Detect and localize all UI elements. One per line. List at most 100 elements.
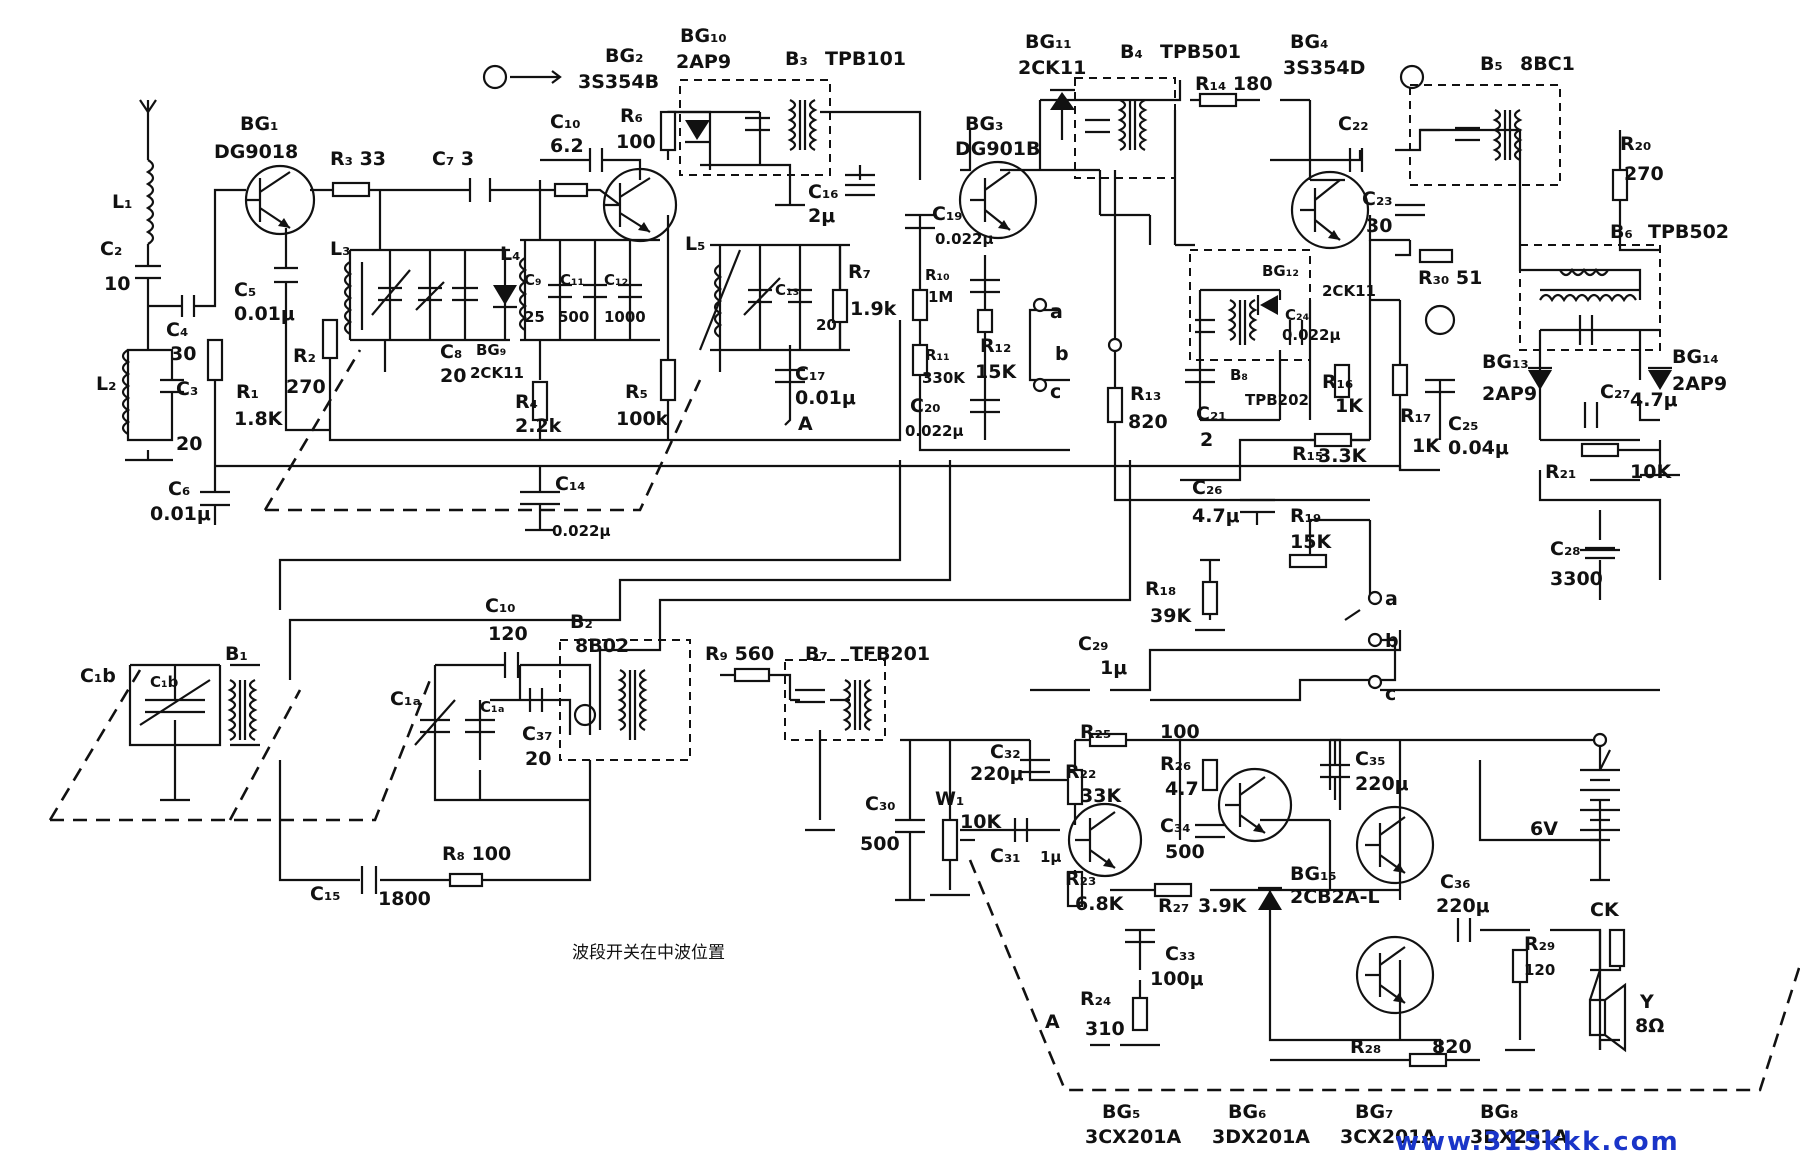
capacitor-c25 xyxy=(1425,378,1455,394)
label-switch-b-right: b xyxy=(1385,630,1399,652)
label-r5-value: 100k xyxy=(616,408,669,430)
label-r1-value: 1.8K xyxy=(234,408,284,430)
tuning-meter-icon xyxy=(1424,304,1456,336)
resistor-r22 xyxy=(1066,768,1084,806)
label-c4-value: 30 xyxy=(170,343,196,365)
label-bg14-part: 2AP9 xyxy=(1672,373,1727,395)
label-node-a-bottom: A xyxy=(1045,1011,1060,1033)
label-c25: C₂₅ xyxy=(1448,413,1479,435)
label-c17-value: 0.01μ xyxy=(795,387,856,409)
label-r16: R₁₆ xyxy=(1322,371,1353,393)
label-b8-part: TPB202 xyxy=(1245,391,1309,409)
resistor-r11 xyxy=(911,343,929,377)
switch-contact-c-mid xyxy=(1032,377,1048,393)
label-c22: C₂₂ xyxy=(1338,113,1369,135)
resistor-r20 xyxy=(1611,168,1629,202)
power-switch-contact xyxy=(1592,732,1608,748)
label-r13-value: 820 xyxy=(1128,411,1168,433)
resistor-r13 xyxy=(1106,386,1124,424)
label-c13: C₁₃ xyxy=(775,281,799,299)
label-r10-value: 1M xyxy=(928,288,953,306)
label-c19-value: 0.022μ xyxy=(935,230,993,248)
capacitor-b7 xyxy=(795,688,825,704)
label-c28: C₂₈ xyxy=(1550,538,1581,560)
label-c12-value: 1000 xyxy=(604,308,646,326)
label-r7-value: 1.9k xyxy=(850,298,897,320)
label-r7: R₇ xyxy=(848,261,871,283)
label-r23-value: 6.8K xyxy=(1075,893,1125,915)
label-l2: L₂ xyxy=(96,373,116,395)
capacitor-c11 xyxy=(583,283,607,299)
label-bg2: BG₂ xyxy=(605,45,643,67)
label-r13: R₁₃ xyxy=(1130,383,1161,405)
inductor-l1 xyxy=(145,159,155,245)
label-c20-value: 0.022μ xyxy=(905,422,963,440)
label-bg11-part: 2CK11 xyxy=(1018,57,1086,79)
label-b6: B₆ xyxy=(1610,221,1633,243)
label-r6-value: 100 xyxy=(616,131,656,153)
label-r19: R₁₉ xyxy=(1290,505,1321,527)
label-bg1: BG₁ xyxy=(240,113,278,135)
label-bg8: BG₈ xyxy=(1480,1101,1518,1123)
label-c27-value: 4.7μ xyxy=(1630,389,1678,411)
label-r15: R₁₅ xyxy=(1292,443,1323,465)
label-c34-value: 500 xyxy=(1165,841,1205,863)
label-c36: C₃₆ xyxy=(1440,871,1471,893)
label-r27: R₂₇ xyxy=(1158,895,1189,917)
label-bg9-part: 2CK11 xyxy=(470,364,524,382)
label-b4: B₄ xyxy=(1120,41,1143,63)
label-c3: C₃ xyxy=(176,378,198,400)
label-battery: 6V xyxy=(1530,818,1558,840)
label-bg3: BG₃ xyxy=(965,113,1003,135)
label-c8: C₈ xyxy=(440,341,462,363)
label-c1b-2: C₁b xyxy=(150,673,179,691)
label-r28-value: 820 xyxy=(1432,1036,1472,1058)
resistor-r8 xyxy=(448,872,484,888)
label-r28: R₂₈ xyxy=(1350,1036,1381,1058)
resistor-r10 xyxy=(911,288,929,322)
label-bg4: BG₄ xyxy=(1290,31,1328,53)
label-bg10: BG₁₀ xyxy=(680,25,727,47)
transformer-b8 xyxy=(1227,299,1258,345)
transistor-bg7 xyxy=(1355,805,1435,885)
label-bg1-part: DG9018 xyxy=(214,141,298,163)
label-bg3-part: DG901B xyxy=(955,138,1041,160)
label-r10: R₁₀ xyxy=(925,266,950,284)
capacitor-c9 xyxy=(548,283,572,299)
label-r11-value: 330K xyxy=(922,369,966,387)
diode-bg12 xyxy=(1260,295,1278,315)
capacitor-c2 xyxy=(135,264,161,280)
dashed-shields xyxy=(48,77,1800,1092)
label-c10a-value: 6.2 xyxy=(550,135,584,157)
label-r24: R₂₄ xyxy=(1080,988,1111,1010)
resistor-r17 xyxy=(1391,363,1409,397)
label-c5: C₅ xyxy=(234,279,256,301)
diode-bg14 xyxy=(1648,370,1672,390)
label-l3: L₃ xyxy=(330,238,350,260)
label-r2: R₂ xyxy=(293,345,316,367)
label-c31-value: 1μ xyxy=(1040,848,1061,866)
label-bg14: BG₁₄ xyxy=(1672,346,1719,368)
capacitor-c19 xyxy=(905,213,935,230)
label-r14: R₁₄ 180 xyxy=(1195,73,1273,95)
label-bg15-part: 2CB2A-L xyxy=(1290,886,1380,908)
resistor-r14 xyxy=(1198,92,1238,108)
capacitor-c26 xyxy=(1240,498,1275,525)
resistor-r16 xyxy=(1333,363,1351,399)
label-c3-value: 20 xyxy=(176,433,202,455)
label-r12-value: 15K xyxy=(975,361,1017,383)
resistor-r26 xyxy=(1201,758,1219,792)
label-bg5: BG₅ xyxy=(1102,1101,1140,1123)
capacitor-b6 xyxy=(1578,315,1594,345)
label-c27: C₂₇ xyxy=(1600,381,1631,403)
label-r22: R₂₂ xyxy=(1065,761,1096,783)
label-bg5-part: 3CX201A xyxy=(1085,1126,1181,1148)
label-b3-part: TPB101 xyxy=(825,48,906,70)
label-c23: C₂₃ xyxy=(1362,188,1393,210)
transformer-b2 xyxy=(617,669,648,740)
label-c23-value: 30 xyxy=(1366,215,1392,237)
label-c33-value: 100μ xyxy=(1150,968,1204,990)
label-c1a: C₁ₐ xyxy=(390,688,421,710)
label-bg9: BG₉ xyxy=(476,341,506,359)
label-c17: C₁₇ xyxy=(795,363,826,385)
